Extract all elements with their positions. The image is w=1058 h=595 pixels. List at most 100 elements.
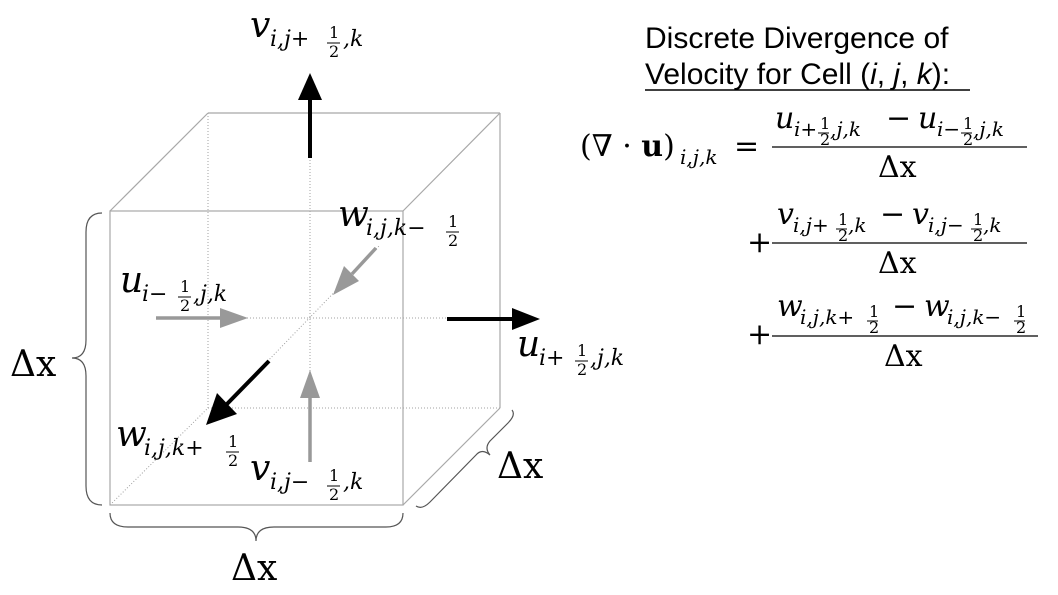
svg-text:1: 1 [1016,302,1026,321]
cube-depth-top-left [109,112,209,212]
svg-text:,k: ,k [848,213,866,237]
svg-text:(∇ · u): (∇ · u) [580,129,675,164]
svg-text:v: v [250,5,270,46]
svg-text:,j,k: ,j,k [193,282,227,307]
svg-text:i+: i+ [794,117,817,141]
arrow-w-back [333,246,378,295]
svg-text:Δx: Δx [884,339,923,374]
title-line1: Discrete Divergence of [645,22,949,55]
svg-text:v: v [777,197,794,232]
svg-text:1: 1 [329,23,339,42]
brace-depth [415,409,514,508]
svg-text:i,j,k: i,j,k [680,145,717,169]
svg-text:1: 1 [820,114,830,133]
svg-text:,j,k: ,j,k [830,117,861,141]
svg-text:i−: i− [937,117,960,141]
label-u-right: u i+ 1 2 ,j,k [517,324,624,379]
delta-x-depth-label: Δx [497,446,543,487]
svg-text:i+: i+ [539,346,564,371]
svg-text:i−: i− [142,282,167,307]
svg-text:w: w [924,289,950,324]
svg-text:2: 2 [820,130,830,149]
svg-text:,k: ,k [983,213,1001,237]
arrow-u-left [156,308,248,328]
svg-text:2: 2 [448,231,458,250]
svg-text:u: u [120,260,143,301]
svg-text:1: 1 [869,302,879,321]
label-u-left: u i− 1 2 ,j,k [120,260,227,315]
svg-text:v: v [250,448,270,489]
svg-text:1: 1 [838,210,848,229]
arrow-u-right [447,308,540,330]
svg-text:Δx: Δx [878,246,917,281]
svg-text:i,j−: i,j− [928,213,964,237]
svg-text:i,j,k−: i,j,k− [947,305,1001,329]
brace-left [71,212,103,506]
svg-text:i,j,k+: i,j,k+ [800,305,854,329]
equation-term-w: + w i,j,k+ 1 2 − w i,j,k− 1 2 Δx [747,289,1038,374]
svg-text:w: w [116,414,147,455]
svg-text:1: 1 [329,466,339,485]
title: Discrete Divergence of Velocity for Cell… [645,22,970,91]
cube-front-face [109,210,404,506]
svg-text:2: 2 [329,485,339,504]
cube-hidden-edge-depth-bottom-left [109,407,209,506]
equation-term-v: + v i,j+ 1 2 ,k − v i,j− 1 2 ,k Δx [747,197,1027,281]
svg-text:2: 2 [963,130,973,149]
label-v-bottom: v i,j− 1 2 ,k [250,448,363,504]
svg-text:−: − [886,101,911,136]
svg-text:u: u [517,324,540,365]
title-line2: Velocity for Cell (i, j, k): [645,58,950,91]
svg-text:=: = [734,129,759,164]
svg-text:1: 1 [963,114,973,133]
svg-text:,j,k: ,j,k [973,117,1004,141]
delta-x-left-label: Δx [10,344,56,385]
arrow-w-front [206,359,271,425]
svg-text:2: 2 [973,226,983,245]
svg-text:2: 2 [228,451,238,470]
svg-text:i,j−: i,j− [270,470,309,495]
svg-text:2: 2 [869,318,879,337]
brace-bottom [109,512,404,542]
svg-text:Δx: Δx [878,150,917,185]
svg-text:2: 2 [1016,318,1026,337]
svg-text:1: 1 [180,277,190,296]
svg-text:1: 1 [448,212,458,231]
svg-text:u: u [918,101,937,136]
svg-text:i,j+: i,j+ [270,27,309,52]
equation-term-u: u i+ 1 2 ,j,k − u i− 1 2 ,j,k Δx [772,101,1027,185]
svg-text:1: 1 [973,210,983,229]
velocity-arrows [156,73,540,462]
svg-text:+: + [747,317,772,352]
svg-text:w: w [777,289,803,324]
svg-text:u: u [775,101,794,136]
svg-text:−: − [892,289,917,324]
label-v-top: v i,j+ 1 2 ,k [250,5,363,61]
equation-lhs: (∇ · u) i,j,k = [580,129,759,169]
svg-text:2: 2 [329,42,339,61]
svg-text:−: − [880,197,905,232]
svg-text:v: v [912,197,929,232]
svg-text:2: 2 [180,296,190,315]
svg-text:1: 1 [228,432,238,451]
svg-text:2: 2 [838,226,848,245]
svg-text:2: 2 [577,360,587,379]
svg-text:,j,k: ,j,k [590,346,624,371]
braces [71,212,514,542]
svg-text:i,j,k−: i,j,k− [366,216,426,241]
divergence-equation: (∇ · u) i,j,k = u i+ 1 2 ,j,k − u i− 1 2… [580,101,1038,374]
svg-text:,k: ,k [343,27,363,52]
arrow-v-bottom [300,370,320,462]
svg-text:1: 1 [577,341,587,360]
label-w-front: w i,j,k+ 1 2 [116,414,239,470]
cube-depth-top-right [402,112,501,212]
svg-text:w: w [338,194,369,235]
svg-text:+: + [747,225,772,260]
svg-text:,k: ,k [343,470,363,495]
cube-depth-bottom-right [402,407,501,506]
delta-x-bottom-label: Δx [231,548,277,589]
svg-text:i,j,k+: i,j,k+ [144,436,204,461]
svg-text:i,j+: i,j+ [793,213,829,237]
label-w-back: w i,j,k− 1 2 [338,194,459,250]
